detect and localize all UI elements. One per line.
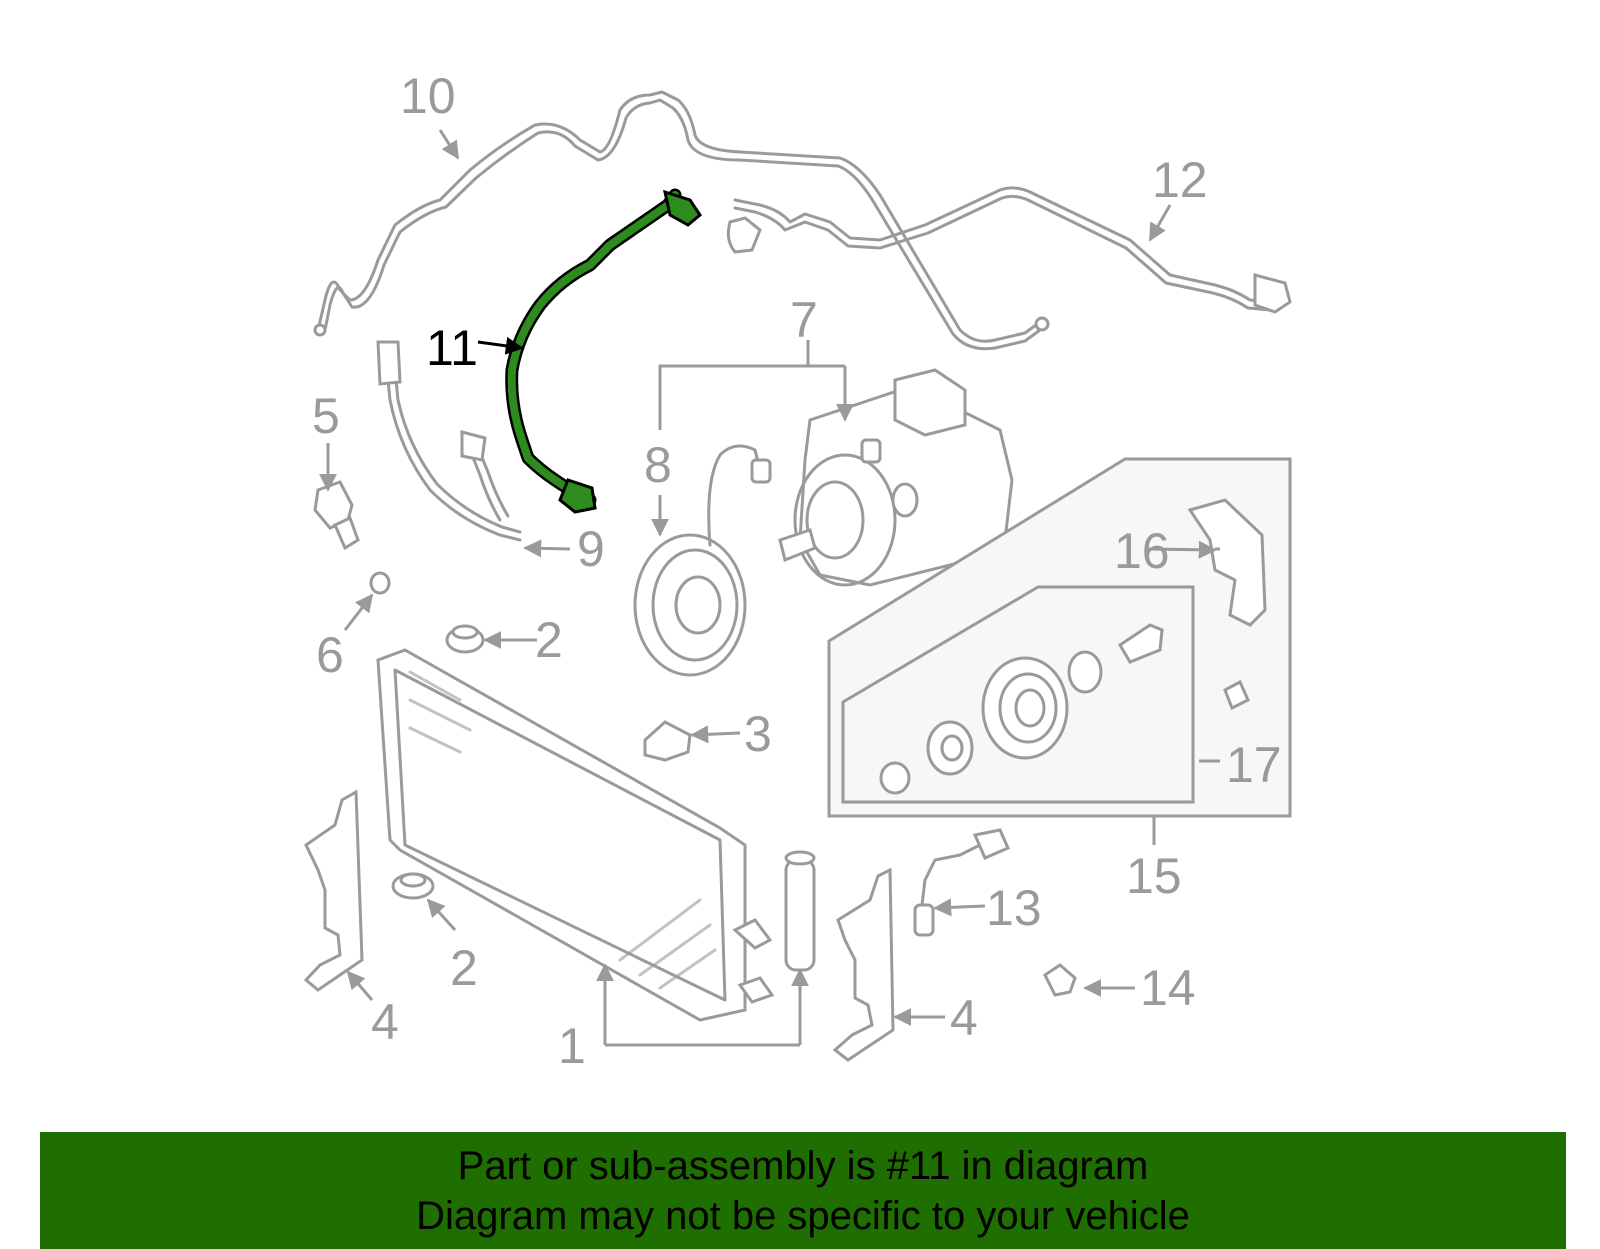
callout-7: 7 (790, 292, 818, 348)
callout-14: 14 (1140, 960, 1196, 1016)
callout-15: 15 (1126, 848, 1182, 904)
part-2-lower-insulator (391, 872, 435, 900)
part-6-o-ring (369, 571, 391, 595)
banner-line-disclaimer: Diagram may not be specific to your vehi… (416, 1193, 1190, 1238)
part-1-receiver-drier (784, 850, 816, 972)
part-5-pressure-switch (313, 480, 360, 551)
leader-4-left (346, 970, 374, 1001)
part-1-condenser (376, 648, 775, 1022)
leader-11 (477, 336, 524, 355)
part-13-sensor (913, 828, 1010, 937)
callout-1: 1 (558, 1018, 586, 1074)
banner-line-part: Part or sub-assembly is #11 in diagram (457, 1143, 1149, 1188)
leader-16 (1147, 540, 1217, 559)
callout-6: 6 (316, 627, 344, 683)
part-14-clip (1043, 963, 1077, 997)
leader-12 (1148, 204, 1172, 242)
leader-lines (319, 129, 1220, 1047)
part-4-left-bracket (303, 789, 364, 992)
info-banner: Part or sub-assembly is #11 in diagram D… (40, 1132, 1566, 1249)
leader-7-bracket (658, 340, 810, 430)
leader-3 (690, 725, 741, 744)
leader-10 (438, 129, 460, 160)
part-4-right-bracket (832, 867, 895, 1062)
callout-4-left: 4 (371, 994, 399, 1050)
callout-13: 13 (986, 880, 1042, 936)
part-10-line (313, 90, 1050, 351)
callout-3: 3 (744, 706, 772, 762)
callout-12: 12 (1152, 152, 1208, 208)
callout-16: 16 (1114, 523, 1170, 579)
callout-9: 9 (577, 521, 605, 577)
callout-2-lower: 2 (450, 940, 478, 996)
part-11-hose-highlighted (505, 188, 702, 514)
part-9-hose (376, 340, 522, 542)
callout-8: 8 (644, 437, 672, 493)
ac-system-exploded-diagram: 10 12 11 7 8 5 6 9 2 3 16 17 15 13 14 2 … (303, 68, 1292, 1074)
callout-11: 11 (426, 320, 478, 376)
callout-labels: 10 12 11 7 8 5 6 9 2 3 16 17 15 13 14 2 … (312, 68, 1282, 1074)
callout-10: 10 (400, 68, 456, 124)
callout-5: 5 (312, 388, 340, 444)
callout-2-upper: 2 (535, 612, 563, 668)
leader-6 (343, 593, 374, 631)
part-12-line (726, 186, 1292, 314)
part-8-clutch (633, 444, 772, 677)
callout-4-right: 4 (950, 990, 978, 1046)
part-2-upper-insulator (445, 624, 485, 654)
leader-13 (933, 898, 986, 917)
callout-17: 17 (1226, 737, 1282, 793)
leader-2-lower (426, 898, 457, 932)
leader-9 (523, 539, 571, 558)
part-3-bracket (643, 720, 692, 762)
